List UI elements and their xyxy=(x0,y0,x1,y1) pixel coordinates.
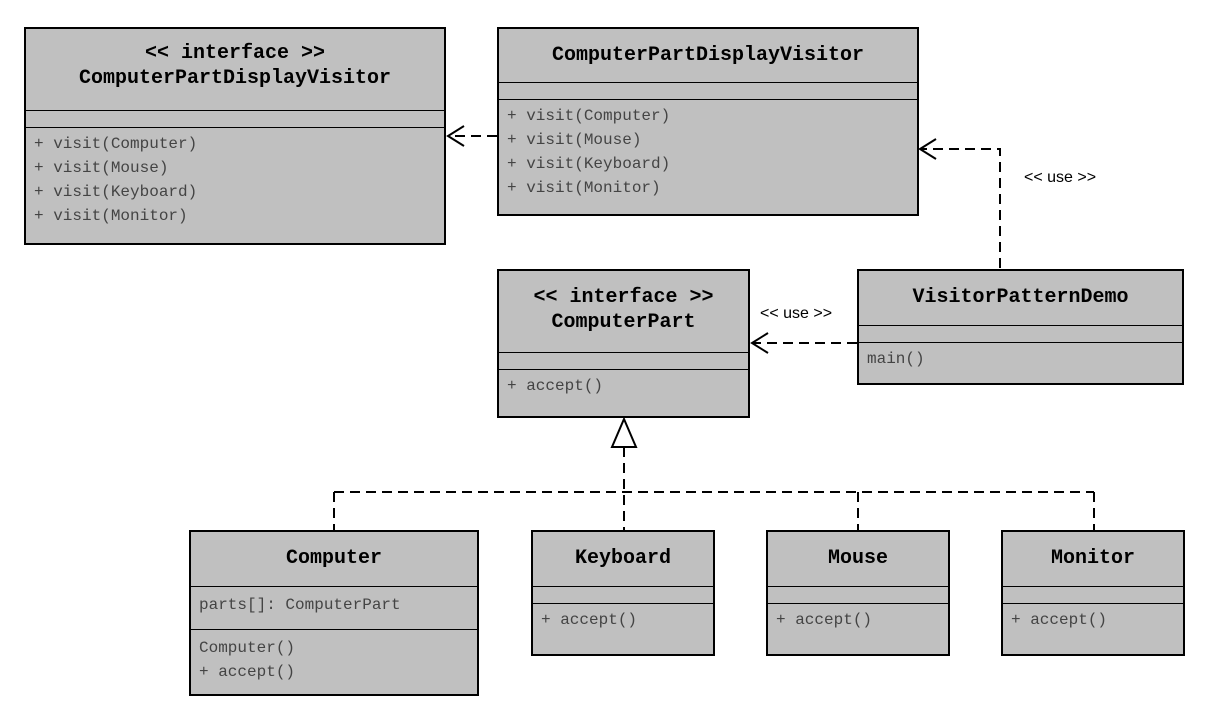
class-monitor: Monitor + accept() xyxy=(1001,530,1185,656)
class-visitorpatterndemo: VisitorPatternDemo main() xyxy=(857,269,1184,385)
use-label-computerpart: << use >> xyxy=(760,305,833,322)
open-arrowhead-use-visitor xyxy=(918,138,937,160)
class-name: ComputerPart xyxy=(551,311,696,334)
class-computerpart-interface: << interface >> ComputerPart + accept() xyxy=(497,269,750,418)
use-label-visitor: << use >> xyxy=(1024,169,1097,186)
class-name: ComputerPartDisplayVisitor xyxy=(551,44,865,67)
operation: + accept() xyxy=(507,377,604,395)
class-mouse: Mouse + accept() xyxy=(766,530,950,656)
operation: main() xyxy=(867,350,925,368)
class-title: << interface >> ComputerPartDisplayVisit… xyxy=(26,29,444,111)
operation: + visit(Computer) xyxy=(34,135,198,153)
operations-compartment: Computer() + accept() xyxy=(191,630,477,688)
class-title: Monitor xyxy=(1003,532,1183,587)
operation: + accept() xyxy=(199,663,296,681)
attribute: parts[]: ComputerPart xyxy=(199,596,401,614)
class-visitor-impl: ComputerPartDisplayVisitor + visit(Compu… xyxy=(497,27,919,216)
class-name: ComputerPartDisplayVisitor xyxy=(78,67,392,90)
class-title: Mouse xyxy=(768,532,948,587)
class-computer: Computer parts[]: ComputerPart Computer(… xyxy=(189,530,479,696)
operations-compartment: + visit(Computer) + visit(Mouse) + visit… xyxy=(26,128,444,232)
class-visitor-interface: << interface >> ComputerPartDisplayVisit… xyxy=(24,27,446,245)
attributes-compartment: parts[]: ComputerPart xyxy=(191,587,477,630)
attributes-compartment xyxy=(499,353,748,370)
attributes-compartment xyxy=(26,111,444,128)
operation: + accept() xyxy=(1011,611,1108,629)
class-title: ComputerPartDisplayVisitor xyxy=(499,29,917,83)
operation: Computer() xyxy=(199,639,296,657)
operation: + visit(Monitor) xyxy=(34,207,188,225)
class-title: Keyboard xyxy=(533,532,713,587)
operation: + accept() xyxy=(541,611,638,629)
stereotype-label: << interface >> xyxy=(533,286,714,309)
open-arrowhead-visitor xyxy=(446,125,465,147)
class-name: Computer xyxy=(285,547,382,570)
operations-compartment: + visit(Computer) + visit(Mouse) + visit… xyxy=(499,100,917,204)
hollow-triangle-arrowhead xyxy=(610,416,638,448)
operation: + visit(Keyboard) xyxy=(507,155,671,173)
operation: + visit(Computer) xyxy=(507,107,671,125)
operation: + visit(Mouse) xyxy=(507,131,642,149)
operations-compartment: + accept() xyxy=(1003,604,1183,636)
class-name: VisitorPatternDemo xyxy=(912,286,1129,309)
operation: + visit(Mouse) xyxy=(34,159,169,177)
class-title: Computer xyxy=(191,532,477,587)
attributes-compartment xyxy=(1003,587,1183,604)
attributes-compartment xyxy=(499,83,917,100)
stereotype-label: << interface >> xyxy=(144,42,326,65)
use-visitor-line xyxy=(920,148,1001,268)
operations-compartment: + accept() xyxy=(768,604,948,636)
attributes-compartment xyxy=(533,587,713,604)
attributes-compartment xyxy=(768,587,948,604)
class-name: Mouse xyxy=(827,547,888,570)
operation: + accept() xyxy=(776,611,873,629)
attributes-compartment xyxy=(859,326,1182,343)
operations-compartment: + accept() xyxy=(533,604,713,636)
operation: + visit(Monitor) xyxy=(507,179,661,197)
operation: + visit(Keyboard) xyxy=(34,183,198,201)
class-name: Monitor xyxy=(1050,547,1135,570)
class-title: VisitorPatternDemo xyxy=(859,271,1182,326)
open-arrowhead-use-computerpart xyxy=(750,332,769,354)
class-title: << interface >> ComputerPart xyxy=(499,271,748,353)
class-name: Keyboard xyxy=(574,547,671,570)
class-keyboard: Keyboard + accept() xyxy=(531,530,715,656)
operations-compartment: + accept() xyxy=(499,370,748,402)
operations-compartment: main() xyxy=(859,343,1182,375)
